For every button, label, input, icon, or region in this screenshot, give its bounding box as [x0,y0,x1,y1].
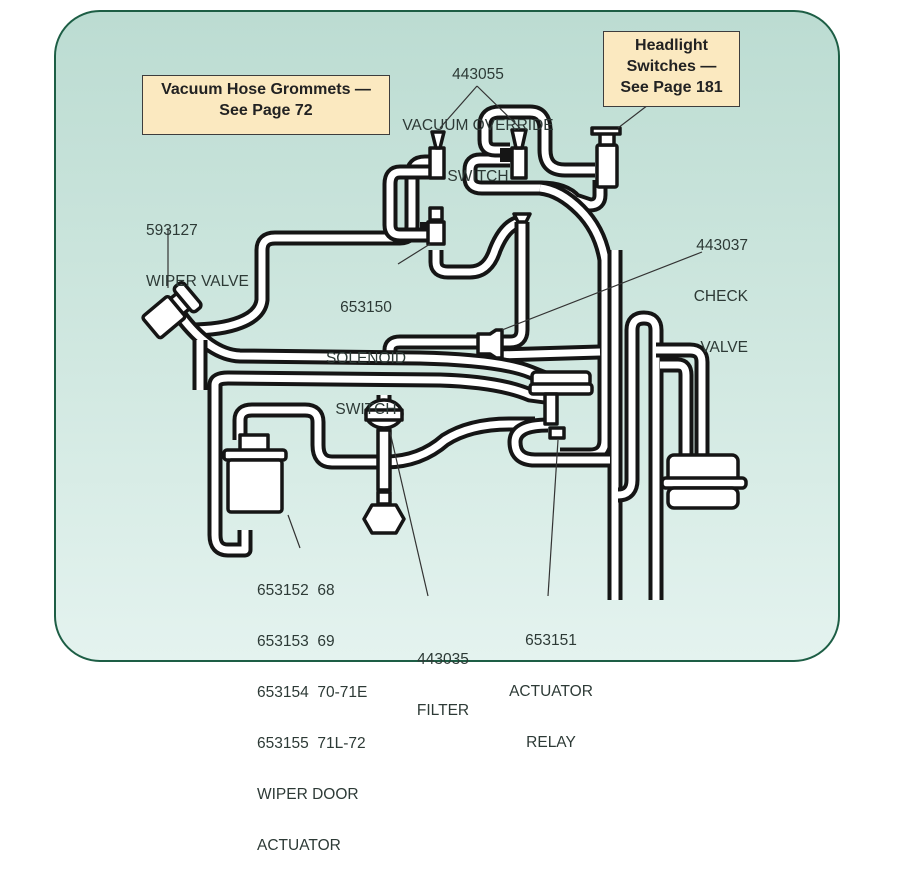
hoses [174,104,710,600]
component-name: RELAY [526,734,576,751]
part-number: 653150 [340,299,392,316]
hose-loop-top [462,104,608,213]
component-name: SWITCH [447,168,509,185]
hose-diagonal-down [538,180,613,463]
component-name: ACTUATOR [509,683,593,700]
callout-line: Vacuum Hose Grommets — [161,81,371,98]
part-row: 653154 70-71E [257,684,367,701]
hose-actuator-loop [232,402,610,470]
part-number: 653151 [525,632,577,649]
part-number: 443055 [452,66,504,83]
callout-vacuum-hose-grommets: Vacuum Hose Grommets — See Page 72 [142,75,390,135]
vacuum-override-switch-left [428,130,446,180]
hose-to-canister [656,342,710,455]
wiper-door-actuator-part [222,433,288,514]
part-number: 593127 [146,222,198,239]
component-name: ACTUATOR [257,837,341,854]
wiper-valve-part [141,280,203,340]
hose-long-right-vertical [607,250,664,600]
hose-long-horizontal-1 [174,310,548,385]
component-name: FILTER [416,702,470,719]
part-number: 653155 [257,735,309,752]
hose-check-valve-line [382,334,601,363]
actuator-relay-part [528,370,594,440]
callout-headlight-switches: Headlight Switches — See Page 181 [603,31,740,107]
callout-line: See Page 72 [219,102,313,119]
label-filter: 443035 FILTER [405,617,481,736]
component-name: WIPER DOOR [257,786,359,803]
filter-part [362,398,406,535]
leader-lines [167,85,703,597]
component-name: VALVE [700,339,748,356]
component-name: VACUUM OVERRIDE [402,117,554,134]
model-years: 69 [317,633,335,650]
vacuum-override-switch-right [500,128,528,180]
part-number: 443035 [417,651,469,668]
part-number: 443037 [696,237,748,254]
solenoid-switch-part [420,206,446,246]
label-wiper-valve: 593127 WIPER VALVE [146,188,249,307]
hose-vertical-center [498,222,530,350]
label-actuator-relay: 653151 ACTUATOR RELAY [498,598,604,768]
label-solenoid-switch: 653150 SOLENOID SWITCH [316,265,416,435]
hose-override-to-solenoid [382,164,432,243]
model-years: 68 [317,582,335,599]
part-number: 653154 [257,684,309,701]
hose-solenoid-down [428,214,523,280]
hose-long-horizontal-2 [192,340,546,558]
callout-line: Headlight [635,37,708,54]
callout-line: See Page 181 [620,79,723,96]
part-row: 653153 69 [257,633,367,650]
label-vacuum-override-switch: 443055 VACUUM OVERRIDE SWITCH [380,32,576,202]
component-name: SWITCH [335,401,397,418]
part-row: 653152 68 [257,582,367,599]
tee-fitting [512,212,532,224]
vacuum-canister-part [660,453,748,510]
component-name: SOLENOID [325,350,407,367]
vacuum-hose-diagram [141,85,748,600]
check-valve-part [476,328,504,360]
callout-line: Switches — [626,58,717,75]
component-name: WIPER VALVE [146,273,249,290]
model-years: 71L-72 [317,735,366,752]
model-years: 70-71E [317,684,368,701]
headlight-switch-part [590,126,622,189]
part-number: 653153 [257,633,309,650]
label-wiper-door-actuator: 653152 68 653153 69 653154 70-71E 653155… [257,548,367,871]
component-name: CHECK [693,288,748,305]
part-number: 653152 [257,582,309,599]
label-check-valve: 443037 CHECK VALVE [684,203,748,373]
part-row: 653155 71L-72 [257,735,367,752]
